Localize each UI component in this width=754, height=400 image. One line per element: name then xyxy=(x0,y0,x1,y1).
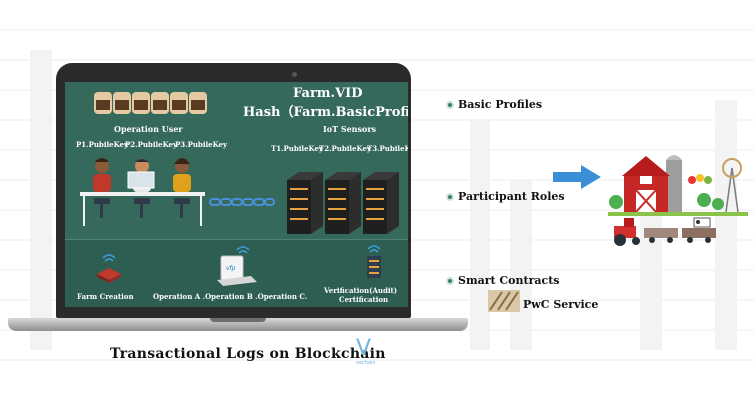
blockchain-icon xyxy=(209,198,275,206)
silo-icon xyxy=(666,155,682,212)
barn-icon xyxy=(622,156,670,213)
tablet-icon: vfp xyxy=(217,246,257,286)
smart-contracts-label: Smart Contracts xyxy=(458,274,560,287)
iot-sensors-illustration xyxy=(287,172,399,234)
pig-icon xyxy=(94,92,207,114)
pwc-service-image xyxy=(488,290,520,312)
router-icon xyxy=(97,254,121,283)
sensor-key-1: T1.PubileKey xyxy=(271,144,323,153)
farm-illustration xyxy=(608,155,748,246)
operations-label: Operation A .Operation B .Operation C. xyxy=(153,292,308,301)
user-key-3: P3.PubileKey xyxy=(175,140,228,149)
vechain-logo-text: vechain xyxy=(356,360,376,366)
vechain-logo-icon: V vechain xyxy=(356,338,382,368)
arrow-right-icon xyxy=(553,165,601,189)
desk xyxy=(80,192,205,196)
laptop-notch xyxy=(210,318,266,322)
basic-profiles-label: Basic Profiles xyxy=(458,98,543,111)
user-key-1: P1.PubileKey xyxy=(76,140,129,149)
farm-creation-label: Farm Creation xyxy=(77,292,134,301)
verification-server-icon xyxy=(367,245,381,278)
monitor-icon xyxy=(127,171,155,189)
bullet-icon xyxy=(446,193,454,201)
iot-sensors-label: IoT Sensors xyxy=(323,124,377,134)
vechain-logo-letter: V xyxy=(356,336,372,361)
produce-icon xyxy=(688,174,712,184)
user-key-2: P2.PubileKey xyxy=(125,140,178,149)
operation-users-illustration xyxy=(80,158,205,226)
laptop-base xyxy=(8,318,468,331)
participant-roles-label: Participant Roles xyxy=(458,190,565,203)
bullet-icon xyxy=(446,101,454,109)
windmill-icon xyxy=(722,158,742,213)
server-icon xyxy=(287,172,399,234)
verification-label-line1: Verification(Audit) xyxy=(324,286,398,295)
sensor-key-2: T2.PubileKey xyxy=(319,144,371,153)
camera-icon xyxy=(292,72,297,77)
tablet-logo: vfp xyxy=(226,265,236,272)
caption: Transactional Logs on Blockchain xyxy=(110,346,386,362)
screen-title-line1: Farm.VID xyxy=(293,86,363,101)
tractor-icon xyxy=(614,218,716,246)
verification-label-line2: Certification xyxy=(339,295,389,304)
cow-icon xyxy=(693,217,711,228)
pwc-service-label: PwC Service xyxy=(523,298,599,311)
sensor-key-3: T3.PubileKey xyxy=(367,144,408,153)
pigs-illustration xyxy=(94,92,207,114)
bullet-icon xyxy=(446,277,454,285)
operation-user-label: Operation User xyxy=(114,124,183,134)
